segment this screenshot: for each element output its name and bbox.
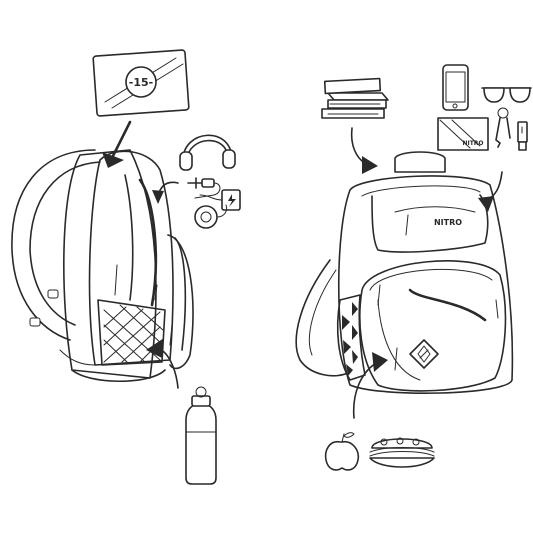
apple-icon xyxy=(324,432,360,471)
nitro-logo-icon xyxy=(409,339,439,369)
arrow-accessories-icon xyxy=(152,181,179,204)
right-backpack-closed: NITRO xyxy=(295,151,514,395)
wallet-icon: NITRO xyxy=(437,117,489,151)
books-icon xyxy=(321,77,389,119)
water-bottle-icon xyxy=(185,386,217,485)
side-mesh-pattern xyxy=(342,302,358,376)
headphones-icon xyxy=(179,134,236,171)
left-backpack-open xyxy=(11,149,194,382)
arrow-food-icon xyxy=(352,352,388,419)
wallet-brand-text: NITRO xyxy=(462,140,483,147)
sunglasses-icon xyxy=(481,87,532,103)
laptop-badge-text: -15- xyxy=(129,76,153,89)
charger-icon xyxy=(187,177,241,229)
arrow-laptop-icon xyxy=(102,120,132,168)
arrow-accessories-right-icon xyxy=(478,171,503,212)
arrow-bottle-icon xyxy=(146,338,179,389)
usb-stick-icon xyxy=(517,121,528,151)
arrow-books-icon xyxy=(350,127,378,174)
laptop-icon: -15- xyxy=(92,49,190,117)
sandwich-icon xyxy=(369,437,435,468)
keys-icon xyxy=(495,107,511,148)
phone-icon xyxy=(442,64,469,111)
backpack-brand-text: NITRO xyxy=(434,218,462,227)
